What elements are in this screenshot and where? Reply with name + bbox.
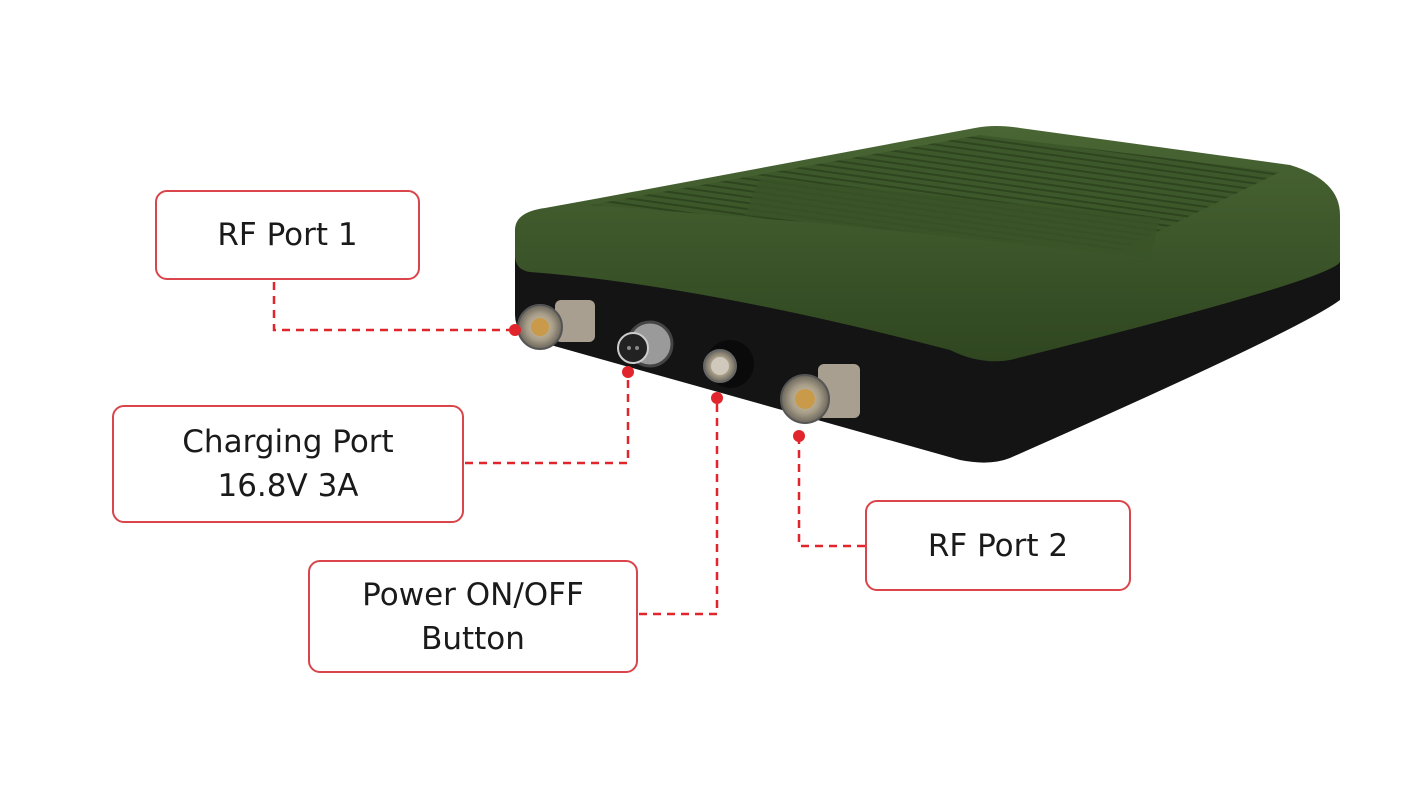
callout-power-button: Power ON/OFF Button [308,560,638,673]
callout-label: Button [421,620,525,657]
power-button-icon [703,340,754,388]
callout-rf-port-2: RF Port 2 [865,500,1131,591]
anchor-dot [509,324,521,336]
rf-n-connector-icon [780,364,860,424]
callout-label: RF Port 1 [217,217,358,253]
anchor-dot [622,366,634,378]
leader-rf-port-2 [797,436,865,548]
leader-charging-port [465,372,630,465]
leader-rf-port-1 [272,282,515,332]
anchor-dot [793,430,805,442]
callout-spec: 16.8V 3A [217,468,359,504]
rf-n-connector-icon [517,300,595,350]
callout-label: Charging Port [182,424,394,460]
callout-label: RF Port 2 [927,527,1069,564]
leader-power-button [639,398,719,616]
charging-socket-icon [617,320,674,368]
leader-lines [272,282,865,616]
callout-charging-port: Charging Port 16.8V 3A [112,405,464,523]
anchor-dot [711,392,723,404]
callout-label: Power ON/OFF [362,576,584,613]
callout-rf-port-1: RF Port 1 [155,190,420,280]
